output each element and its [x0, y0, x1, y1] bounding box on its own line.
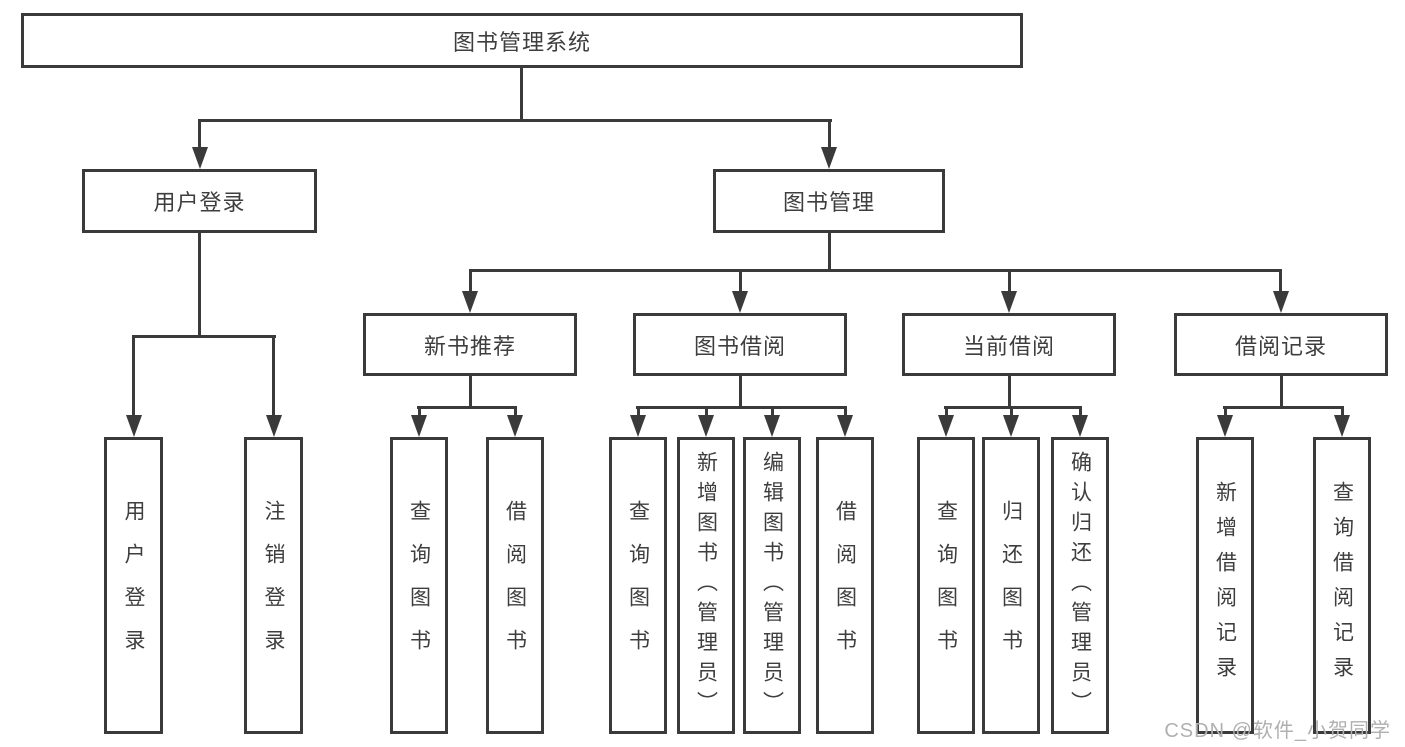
arrowhead [1334, 415, 1350, 437]
arrowhead [1001, 291, 1017, 313]
node-label: 借阅记录 [1234, 333, 1327, 359]
leaf-confirm-return-admin: 确认归还（管理员） [1051, 437, 1109, 734]
connector-leaf [771, 406, 774, 418]
connector-current-borrow-splitter [944, 406, 1082, 409]
connector-level3-splitter [469, 269, 1282, 272]
connector-leaf [418, 406, 421, 418]
connector-leaf [1341, 406, 1344, 418]
node-label: 图书管理 [782, 190, 875, 215]
node-user-login: 用户登录 [82, 169, 317, 233]
connector-leaf [1010, 406, 1013, 418]
leaf-query-books-borrow: 查询图书 [609, 437, 667, 734]
node-label: 图书管理系统 [452, 29, 591, 55]
node-label: 新书推荐 [423, 333, 516, 359]
connector-to-book-management [828, 119, 831, 149]
arrowhead [630, 415, 646, 437]
connector-leaf [945, 406, 948, 418]
arrowhead [732, 291, 748, 313]
node-library-management-system: 图书管理系统 [21, 13, 1023, 68]
leaf-borrow-books: 借阅图书 [816, 437, 874, 734]
arrowhead [462, 291, 478, 313]
connector-book-management-stem [828, 233, 831, 272]
node-borrowing-records: 借阅记录 [1174, 313, 1388, 376]
connector-leaf [514, 406, 517, 418]
arrowhead [1273, 291, 1289, 313]
arrowhead [192, 147, 208, 169]
connector-to-user-login [198, 119, 201, 149]
connector-user-login-splitter [132, 335, 276, 338]
arrowhead [126, 415, 142, 437]
leaf-return-books: 归还图书 [982, 437, 1040, 734]
node-book-borrowing: 图书借阅 [633, 313, 847, 376]
connector-borrow-records-stem [1280, 376, 1283, 409]
arrowhead [821, 147, 837, 169]
arrowhead [764, 415, 780, 437]
connector-to-leaf-logout [272, 335, 275, 418]
arrowhead [1217, 415, 1233, 437]
node-book-management: 图书管理 [713, 169, 945, 233]
arrowhead [837, 415, 853, 437]
arrowhead [411, 415, 427, 437]
leaf-borrow-books-recommend: 借阅图书 [486, 437, 544, 734]
node-new-book-recommendation: 新书推荐 [363, 313, 577, 376]
connector-to-leaf-login [132, 335, 135, 418]
connector-borrow-records-splitter [1223, 406, 1344, 409]
connector-to-borrow-records [1279, 269, 1282, 293]
arrowhead [1003, 415, 1019, 437]
leaf-edit-books-admin: 编辑图书（管理员） [743, 437, 801, 734]
connector-root-stem [520, 68, 523, 120]
connector-new-book-splitter [417, 406, 517, 409]
connector-leaf [1224, 406, 1227, 418]
connector-leaf [705, 406, 708, 418]
connector-leaf [844, 406, 847, 418]
arrowhead [507, 415, 523, 437]
connector-leaf [1079, 406, 1082, 418]
connector-to-new-book [469, 269, 472, 293]
arrowhead [938, 415, 954, 437]
connector-book-borrow-splitter [636, 406, 847, 409]
connector-book-borrow-stem [739, 376, 742, 409]
connector-level2-splitter [198, 119, 832, 122]
connector-user-login-stem [198, 233, 201, 338]
node-label: 用户登录 [153, 190, 246, 215]
connector-to-book-borrow [739, 269, 742, 293]
node-label: 当前借阅 [962, 333, 1055, 359]
leaf-logout: 注销登录 [244, 437, 303, 734]
connector-to-current-borrow [1008, 269, 1011, 293]
arrowhead [266, 415, 282, 437]
node-current-borrowing: 当前借阅 [902, 313, 1116, 376]
arrowhead [698, 415, 714, 437]
node-label: 图书借阅 [693, 333, 786, 359]
arrowhead [1072, 415, 1088, 437]
leaf-query-books-recommend: 查询图书 [390, 437, 448, 734]
csdn-watermark: CSDN @软件_小贺同学 [1164, 720, 1391, 742]
leaf-query-borrow-record: 查询借阅记录 [1313, 437, 1371, 734]
leaf-add-books-admin: 新增图书（管理员） [677, 437, 735, 734]
leaf-user-login: 用户登录 [104, 437, 163, 734]
connector-current-borrow-stem [1008, 376, 1011, 409]
leaf-add-borrow-record: 新增借阅记录 [1196, 437, 1254, 734]
connector-new-book-stem [469, 376, 472, 409]
connector-leaf [637, 406, 640, 418]
leaf-query-books-current: 查询图书 [917, 437, 975, 734]
